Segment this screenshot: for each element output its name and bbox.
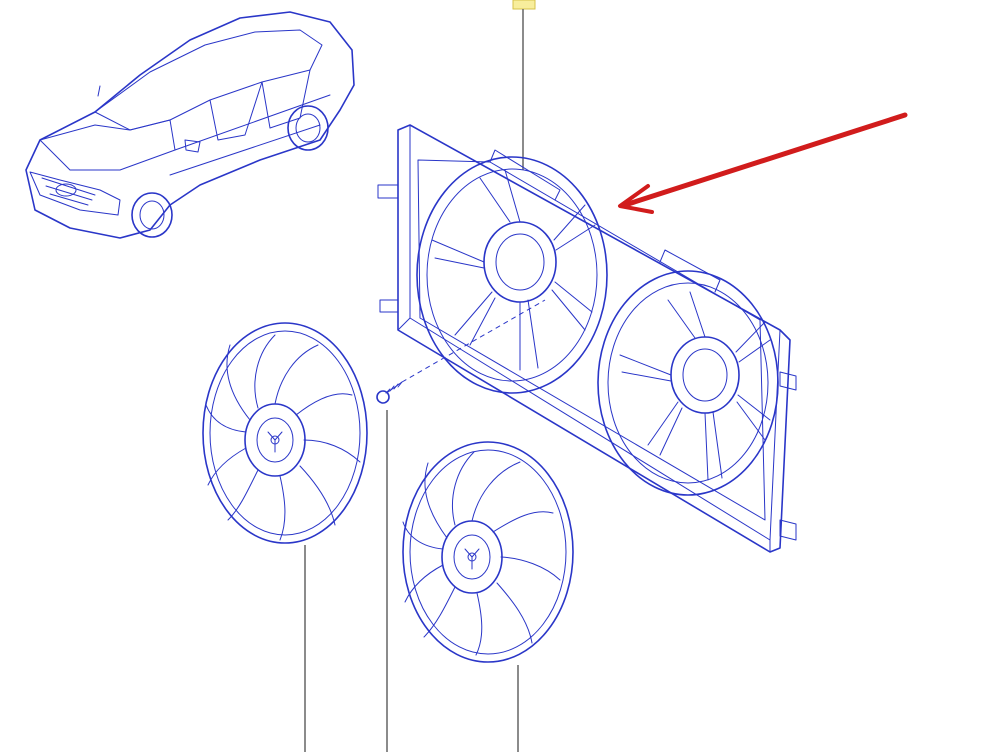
mounting-screw[interactable]: [376, 299, 546, 404]
reference-tag[interactable]: [512, 0, 536, 10]
fan-blade-left[interactable]: [202, 322, 368, 544]
vehicle-silhouette: [25, 11, 355, 239]
fan-shroud-frame[interactable]: [377, 124, 797, 553]
red-arrow-icon: [618, 112, 908, 214]
fan-blade-right[interactable]: [402, 441, 574, 663]
